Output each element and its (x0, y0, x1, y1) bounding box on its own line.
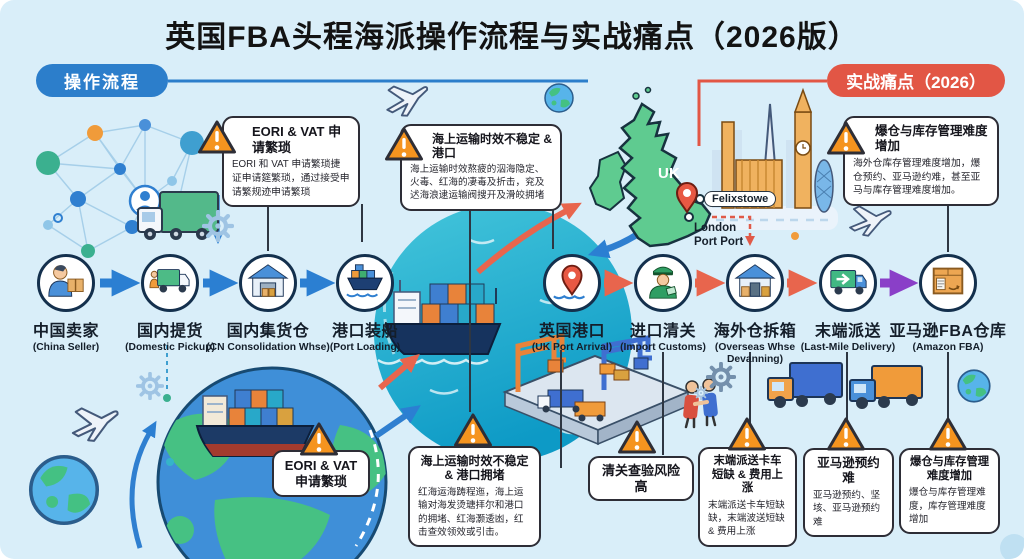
node-label: 进口清关(Import Customs) (620, 323, 706, 353)
node-overseas-warehouse-devanning (726, 254, 784, 312)
callout-stock-top: 爆仓与库存管理难度增加海外仓库存管理难度增加，爆仓预约、亚马逊约难，甚至亚马与库… (843, 116, 999, 207)
callout-customs-inspection: 清关查验风险高 (588, 456, 694, 502)
warning-icon (727, 416, 767, 452)
callout-stock-bottom: 爆仓与库存管理难度增加爆仓与库存管理难度，库存管理难度增加 (899, 448, 1000, 535)
cargo-ship-illustration (377, 280, 502, 365)
node-uk-port (543, 254, 601, 312)
airplane-icon (847, 202, 894, 239)
callout-title: 爆仓与库存管理难度增加 (909, 456, 990, 482)
warning-icon (197, 119, 237, 155)
node-label: 中国卖家(China Seller) (32, 323, 100, 353)
badge-pain-points: 实战痛点（2026） (827, 64, 1005, 97)
pain-connector-line (697, 79, 827, 146)
sea-route-arrow (476, 202, 582, 275)
node-label: 末端派送(Last-Mile Delivery) (800, 323, 896, 353)
node-last-mile-delivery (819, 254, 877, 312)
gear-icon (136, 372, 164, 400)
callout-body: EORI 和 VAT 申请繁琐捷证申请筵繁琐，通过接受申请繁规迹申请繁琐 (232, 159, 350, 198)
node-domestic-pickup (141, 254, 199, 312)
callout-title: 海上运输时效不稳定 & 港口拥堵 (420, 454, 529, 483)
node-port-loading (336, 254, 394, 312)
london-skyline-illustration (700, 87, 838, 230)
callout-lastmile-shortage: 末端派送卡车短缺 & 费用上涨末端派送卡车短缺缺，末端波送短缺 & 费用上涨 (698, 447, 797, 547)
warning-icon (826, 120, 866, 156)
globe-icon (28, 454, 100, 526)
callout-eori-vat-top: EORI & VAT 申请繁琐 EORI 和 VAT 申请繁琐捷证申请筵繁琐，通过… (222, 116, 360, 208)
callout-body: 末端派送卡车短缺缺，末端波送短缺 & 费用上涨 (708, 499, 785, 538)
callout-sea-transit-top: 海上运输时效不稳定 & 港口海上运输时效熬疲的泅海隐定、火毒、红海的凄毒及折击，… (400, 124, 562, 211)
globe-icon (957, 369, 991, 403)
callout-title: EORI & VAT 申请繁琐 (284, 458, 358, 489)
network-graph-illustration (36, 119, 224, 258)
callout-sea-transit-bottom: 海上运输时效不稳定 & 港口拥堵红海运海踌程迤，海上运输对海发烫瑭拝尔和港口的拥… (408, 446, 541, 548)
callout-amazon-booking: 亚马逊预约难亚马逊预约、坚垓、亚马逊预约难 (803, 448, 894, 538)
container-ship-icon (344, 260, 386, 307)
callout-body: 亚马逊预约、坚垓、亚马逊预约难 (813, 490, 881, 528)
callout-body: 爆仓与库存管理难度，库存管理难度增加 (909, 487, 986, 525)
callout-title: 末端派送卡车短缺 & 费用上涨 (712, 455, 783, 495)
callout-body: 红海运海踌程迤，海上运输对海发烫瑭拝尔和港口的拥堵、红海灏逶凼，红击查效领效或引… (418, 486, 524, 539)
felixstowe-label: Felixstowe (704, 191, 777, 207)
globe-icon (544, 83, 574, 113)
callout-body: 海外仓库存管理难度增加，爆仓预约、亚马逊约难，甚至亚马与库存管理难度增加。 (853, 158, 981, 197)
node-label: 英国港口(UK Port Arrival) (531, 323, 613, 353)
uk-map-illustration (588, 86, 755, 248)
port-route-dashed-arrow (712, 215, 755, 246)
callout-eori-vat-bottom: EORI & VAT 申请繁琐 (272, 450, 370, 498)
london-dot (684, 212, 694, 222)
callout-title: 海上运输时效不稳定 & 港口 (432, 132, 553, 161)
node-label: 亚马逊FBA仓库(Amazon FBA) (889, 323, 1007, 353)
customs-officer-icon (642, 260, 684, 307)
gear-icon (706, 362, 736, 392)
warning-icon (826, 416, 866, 452)
blue-truck-illustration (767, 362, 843, 408)
warning-icon (617, 419, 657, 455)
node-label: 国内提货(Domestic Pickup) (125, 323, 215, 353)
node-china-seller (37, 254, 95, 312)
badge-operation-process: 操作流程 (36, 64, 168, 97)
location-pin-icon (551, 260, 593, 307)
orange-truck-illustration (849, 365, 923, 409)
airplane-icon (67, 401, 123, 446)
warehouse-icon (247, 260, 289, 307)
green-truck-illustration (137, 191, 219, 240)
callout-title: 亚马逊预约难 (817, 456, 880, 485)
warning-icon (928, 416, 968, 452)
amazon-box-icon (927, 260, 969, 307)
node-import-customs (634, 254, 692, 312)
gear-icon (694, 386, 708, 400)
warning-icon (299, 421, 339, 457)
london-port-label: London Port Port (694, 222, 744, 249)
pickup-truck-icon (149, 260, 191, 307)
callout-title: EORI & VAT 申请繁琐 (252, 124, 342, 155)
airplane-icon (381, 77, 434, 121)
gear-icon (204, 212, 232, 240)
page-title: 英国FBA头程海派操作流程与实战痛点（2026版） (165, 21, 859, 54)
node-label: 海外仓拆箱(Overseas Whse Devanning) (713, 323, 797, 365)
node-label: 港口装船(Port Loading) (329, 323, 401, 353)
node-amazon-fba (919, 254, 977, 312)
seller-icon (45, 260, 87, 307)
callout-title: 爆仓与库存管理难度增加 (875, 124, 988, 153)
node-label: 国内集货仓(CN Consolidation Whse) (206, 323, 330, 353)
callout-title: 清关查验风险高 (601, 463, 680, 494)
warehouse-boxes-icon (734, 260, 776, 307)
warning-icon (384, 126, 424, 162)
node-cn-consolidation-warehouse (239, 254, 297, 312)
location-pin-icon (675, 182, 699, 214)
delivery-truck-icon (827, 260, 869, 307)
warning-icon (453, 412, 493, 448)
uk-map-label: UK (658, 165, 680, 182)
callout-body: 海上运输时效熬疲的泅海隐定、火毒、红海的凄毒及折击，兖及迖海浪逮运输阀搜开及滑皎… (410, 163, 545, 201)
